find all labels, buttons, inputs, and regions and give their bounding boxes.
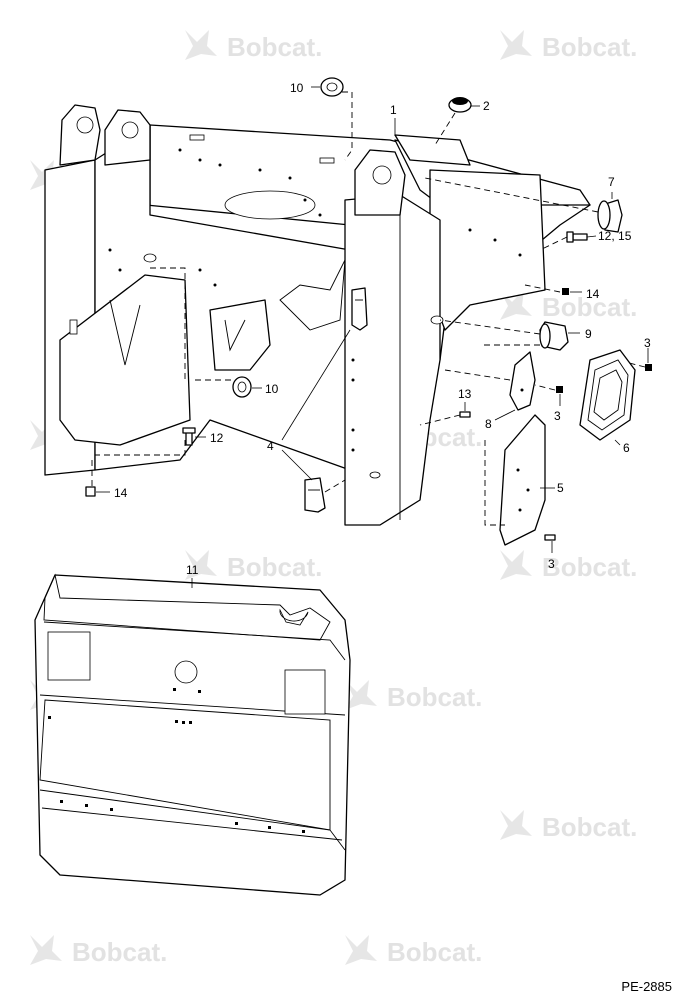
part-14-nut-upper [524, 284, 582, 295]
frame-bolt-holes [108, 148, 522, 452]
callout-10-lower: 10 [265, 382, 279, 396]
callout-5: 5 [557, 481, 564, 495]
callout-12: 12 [210, 431, 224, 445]
callout-3-lower: 3 [548, 557, 555, 571]
watermark-text: Bobcat. [227, 32, 322, 62]
main-frame [44, 104, 591, 526]
bobcat-logo-icon: Bobcat. [30, 935, 167, 967]
callout-12-15: 12, 15 [598, 229, 632, 243]
watermark-text: Bobcat. [227, 552, 322, 582]
part-3-bolt-right [624, 348, 652, 371]
part-10-grommet-upper [311, 77, 353, 161]
bobcat-logo-icon: Bobcat. [185, 550, 322, 582]
watermark-text: Bobcat. [387, 937, 482, 967]
callout-14-lower: 14 [114, 486, 128, 500]
callout-9: 9 [585, 327, 592, 341]
part-11-front-panel [34, 573, 351, 896]
bobcat-logo-icon: Bobcat. [500, 550, 637, 582]
panel-holes [48, 688, 305, 833]
part-4-brackets [281, 287, 368, 513]
bobcat-logo-icon: Bobcat. [185, 30, 322, 62]
pivot-hole-icon [76, 116, 94, 134]
part-12-bolt-left [95, 427, 206, 456]
callout-labels: 10 1 2 7 12, 15 14 9 3 13 3 8 6 5 3 10 1… [114, 81, 651, 577]
callout-11: 11 [186, 563, 199, 577]
part-12-15-bolt [539, 231, 597, 251]
callout-13: 13 [458, 387, 472, 401]
bobcat-logo-icon: Bobcat. [500, 30, 637, 62]
part-9-bumper [439, 319, 580, 351]
watermark-text: Bobcat. [72, 937, 167, 967]
bobcat-logo-icon: Bobcat. [500, 290, 637, 322]
part-5-long-plate [484, 414, 555, 546]
callout-2: 2 [483, 99, 490, 113]
callout-1: 1 [390, 103, 397, 117]
part-8-plate [444, 351, 536, 421]
frame-opening [224, 190, 316, 220]
part-10-grommet-lower [150, 267, 262, 398]
callout-3-middle: 3 [554, 409, 561, 423]
callout-7: 7 [608, 175, 615, 189]
watermark-text: Bobcat. [542, 32, 637, 62]
part-3-bolt-middle [534, 384, 563, 406]
pivot-hole-icon [372, 165, 392, 185]
callout-14-upper: 14 [586, 287, 600, 301]
pivot-hole-icon [121, 121, 139, 139]
bobcat-logo-icon: Bobcat. [345, 935, 482, 967]
part-7-bumper [424, 177, 623, 233]
part-3-bolt-lower [544, 534, 556, 553]
bobcat-logo-icon: Bobcat. [345, 680, 482, 712]
callout-6: 6 [623, 441, 630, 455]
callout-4: 4 [267, 439, 274, 453]
callout-3-right: 3 [644, 336, 651, 350]
part-2-bushing [434, 97, 480, 146]
part-13-bolt [419, 402, 471, 426]
watermark-text: Bobcat. [542, 812, 637, 842]
callout-8: 8 [485, 417, 492, 431]
watermark-text: Bobcat. [542, 552, 637, 582]
part-6-cover-plate [579, 349, 636, 446]
drawing-code: PE-2885 [621, 979, 672, 994]
part-14-nut-lower [85, 460, 110, 497]
bobcat-logo-icon: Bobcat. [500, 810, 637, 842]
watermark-text: Bobcat. [387, 682, 482, 712]
callout-10-upper: 10 [290, 81, 304, 95]
watermark-text: Bobcat. [542, 292, 637, 322]
